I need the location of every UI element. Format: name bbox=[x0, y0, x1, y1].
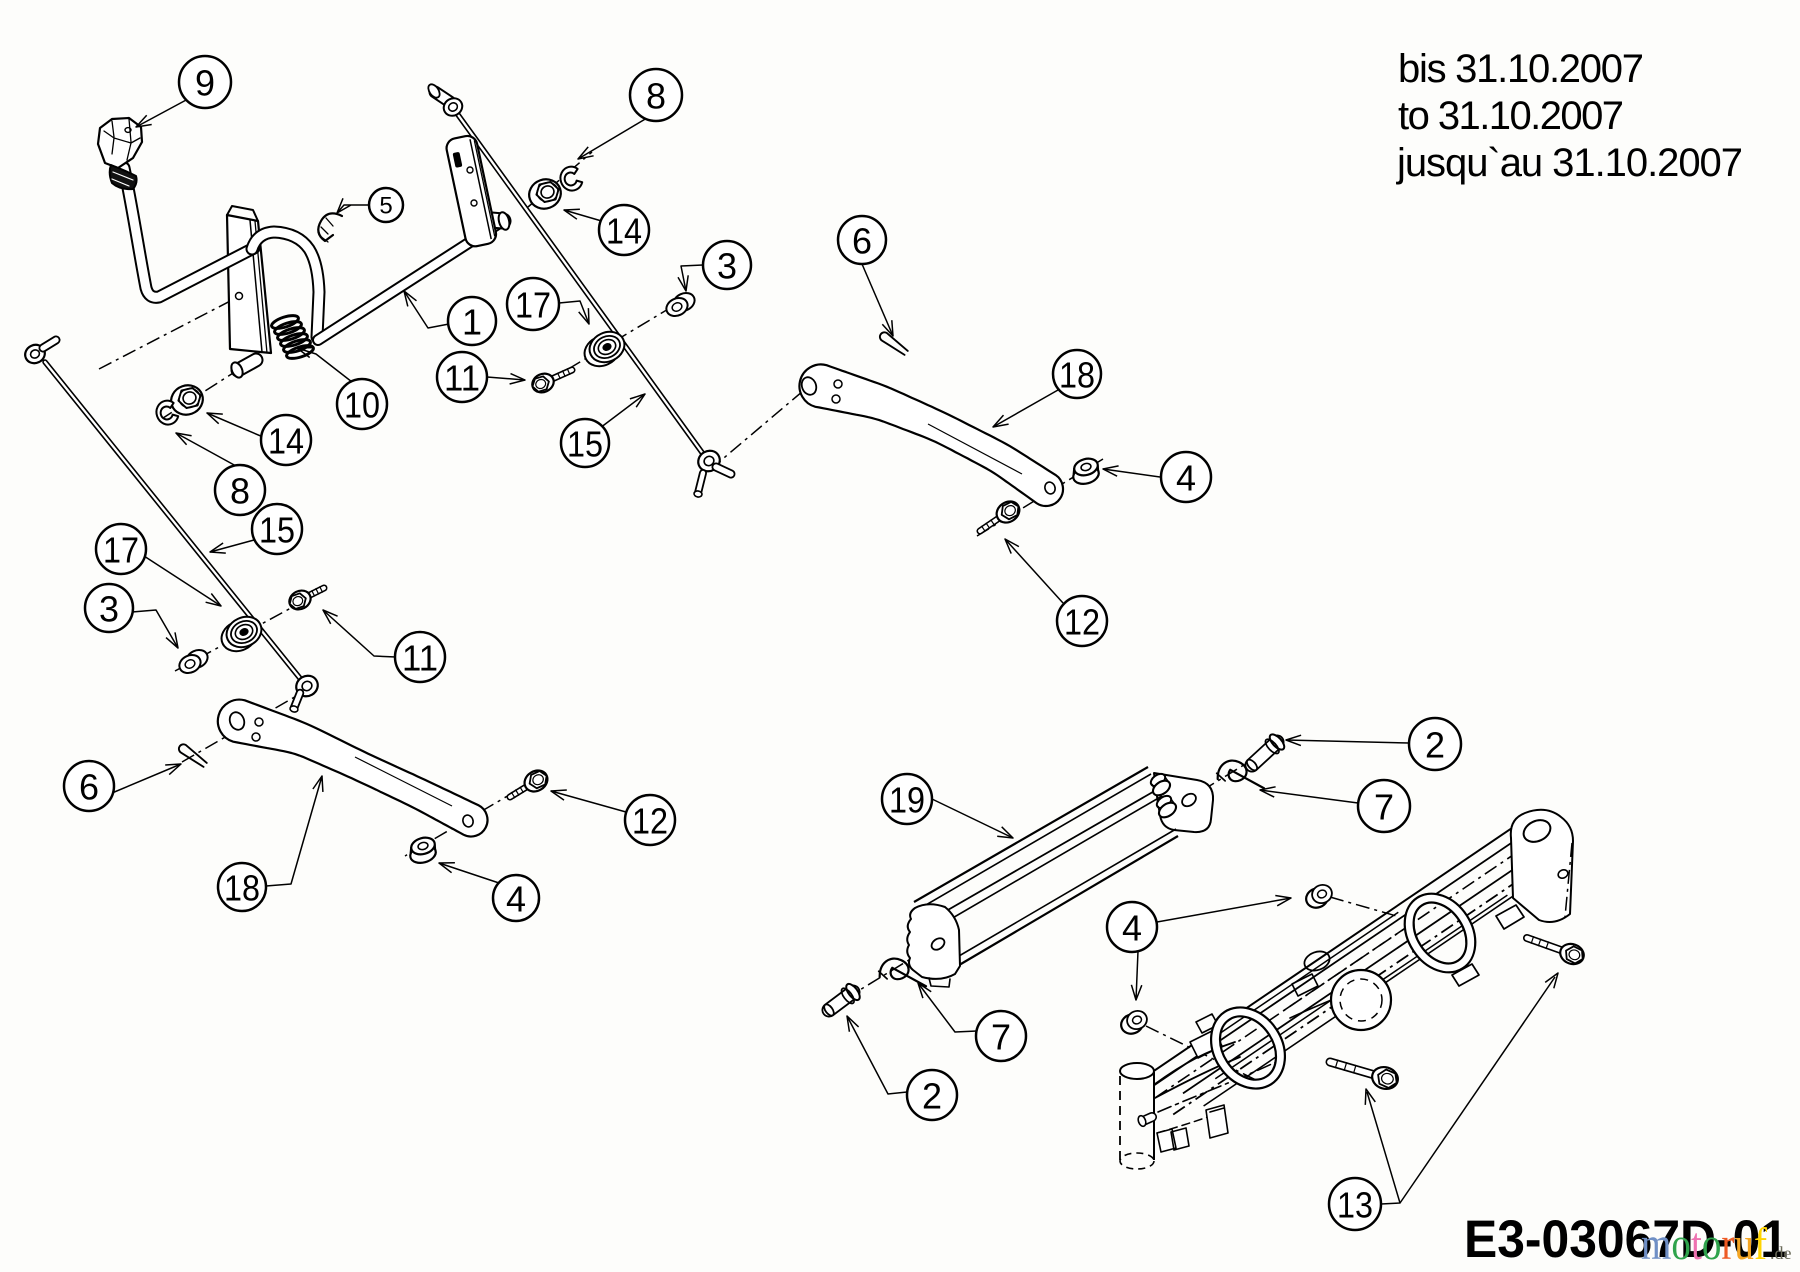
svg-text:15: 15 bbox=[259, 510, 295, 551]
svg-text:12: 12 bbox=[632, 801, 668, 842]
svg-text:8: 8 bbox=[646, 76, 666, 117]
svg-text:.de: .de bbox=[1770, 1243, 1792, 1263]
svg-text:3: 3 bbox=[717, 246, 737, 287]
svg-text:7: 7 bbox=[991, 1017, 1011, 1058]
svg-text:14: 14 bbox=[268, 421, 304, 462]
svg-text:3: 3 bbox=[99, 589, 119, 630]
svg-text:4: 4 bbox=[1122, 908, 1142, 949]
svg-text:18: 18 bbox=[224, 868, 260, 909]
svg-text:8: 8 bbox=[230, 471, 250, 512]
svg-text:14: 14 bbox=[606, 211, 642, 252]
svg-text:11: 11 bbox=[444, 358, 480, 399]
svg-text:11: 11 bbox=[402, 638, 438, 679]
svg-text:10: 10 bbox=[344, 385, 380, 426]
svg-text:2: 2 bbox=[1425, 725, 1445, 766]
svg-text:13: 13 bbox=[1337, 1185, 1373, 1226]
svg-text:jusqu`au 31.10.2007: jusqu`au 31.10.2007 bbox=[1396, 141, 1743, 185]
svg-text:18: 18 bbox=[1059, 355, 1095, 396]
svg-text:15: 15 bbox=[567, 424, 603, 465]
svg-text:6: 6 bbox=[79, 767, 99, 808]
svg-text:4: 4 bbox=[506, 879, 526, 920]
svg-text:2: 2 bbox=[922, 1076, 942, 1117]
svg-text:to 31.10.2007: to 31.10.2007 bbox=[1398, 94, 1624, 138]
svg-text:4: 4 bbox=[1176, 458, 1196, 499]
svg-text:9: 9 bbox=[195, 63, 215, 104]
svg-text:17: 17 bbox=[515, 285, 551, 326]
svg-text:19: 19 bbox=[889, 780, 925, 821]
svg-text:5: 5 bbox=[379, 193, 392, 220]
svg-text:7: 7 bbox=[1374, 787, 1394, 828]
svg-text:motoruf: motoruf bbox=[1641, 1218, 1768, 1269]
svg-text:E3-03067D-01: E3-03067D-01 bbox=[1464, 1210, 1788, 1269]
svg-text:17: 17 bbox=[103, 530, 139, 571]
svg-text:1: 1 bbox=[462, 302, 482, 343]
svg-text:bis 31.10.2007: bis 31.10.2007 bbox=[1398, 47, 1644, 91]
svg-text:12: 12 bbox=[1064, 602, 1100, 643]
svg-text:6: 6 bbox=[852, 221, 872, 262]
